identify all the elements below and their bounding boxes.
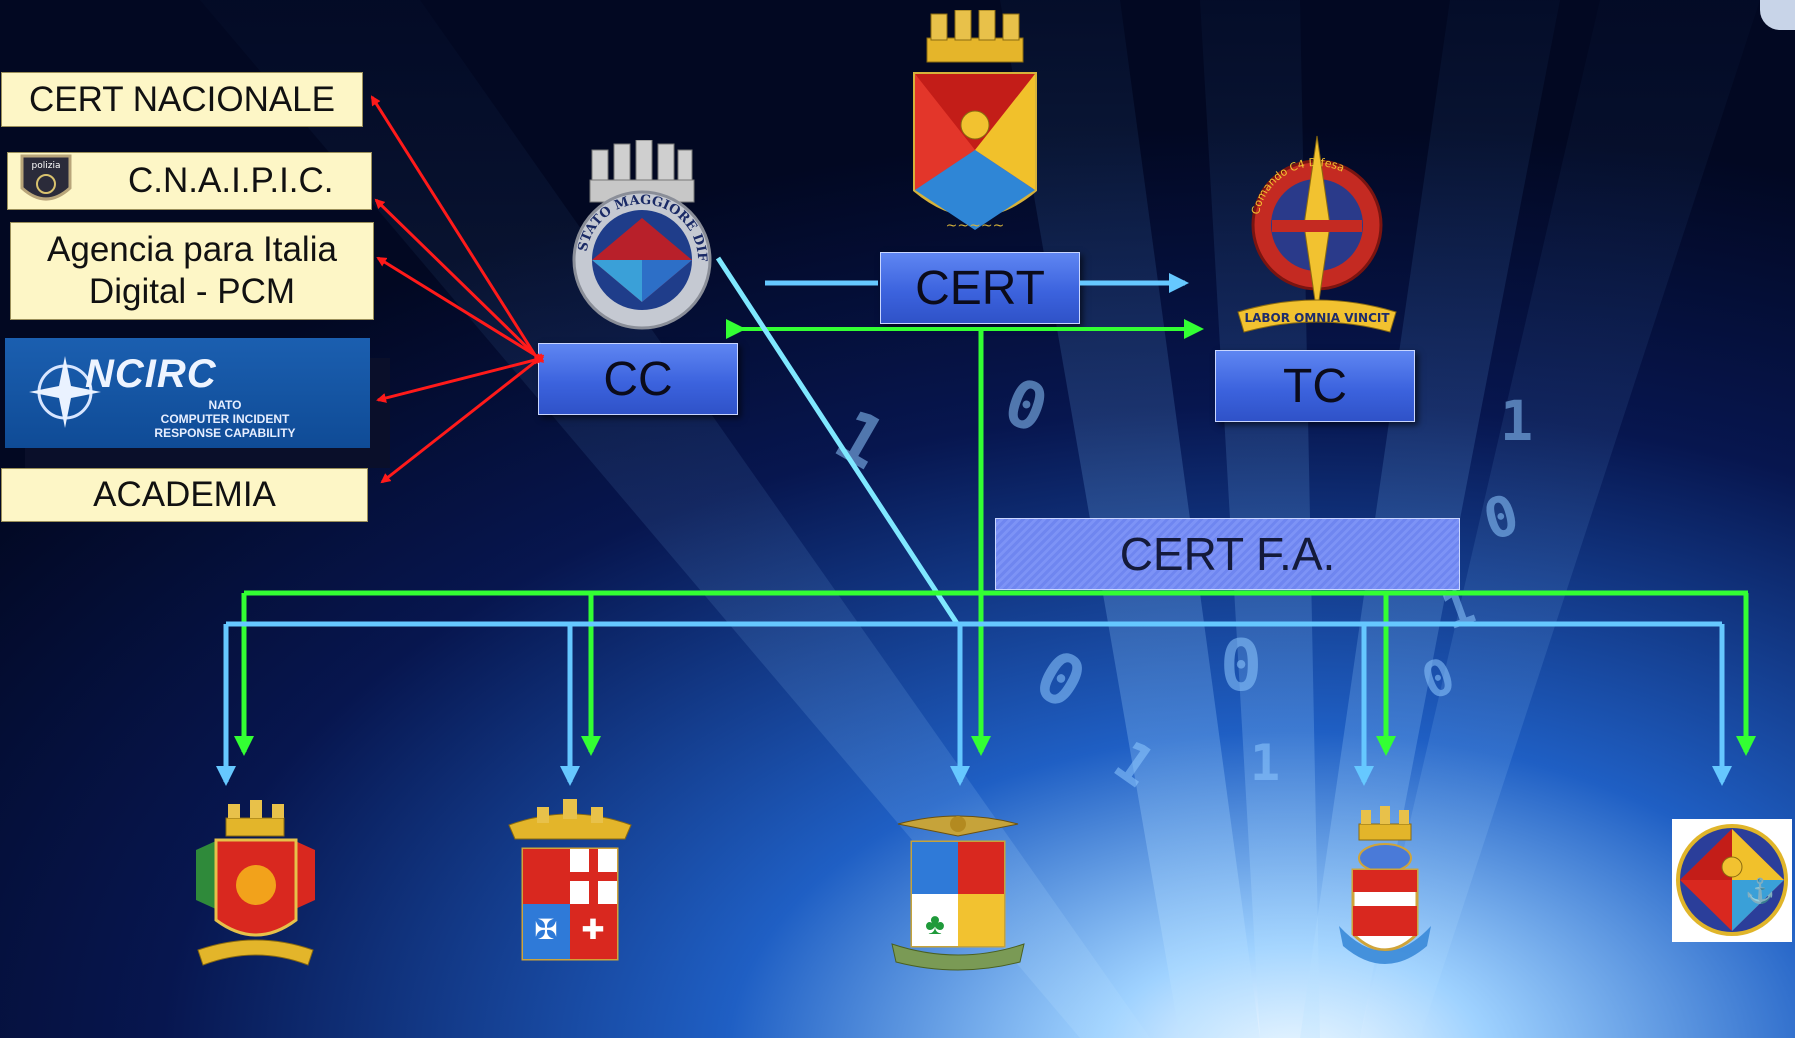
cert-fa-node: CERT F.A. [995, 518, 1460, 590]
ncirc-subtitle: NATO COMPUTER INCIDENT RESPONSE CAPABILI… [95, 398, 355, 440]
smd-emblem: STATO MAGGIORE DIFESA [562, 140, 712, 330]
cert-nacionale-label: CERT NACIONALE [28, 79, 335, 119]
police-badge-icon: polizia [20, 154, 72, 201]
cert-nacionale-box: CERT NACIONALE [1, 72, 363, 127]
cc-label: CC [603, 352, 673, 406]
army-emblem [196, 800, 315, 966]
top-right-logo-fragment [1760, 0, 1795, 30]
cnaipic-box: polizia C.N.A.I.P.I.C. [7, 152, 372, 210]
air-force-emblem: ♣ [891, 815, 1025, 971]
agencia-box: Agencia para Italia Digital - PCM [10, 222, 374, 320]
joint-emblem-frame: ⚓ [1672, 819, 1792, 942]
tc-motto: LABOR OMNIA VINCIT [1244, 311, 1390, 325]
tc-emblem: Comando C4 Difesa LABOR OMNIA VINCIT [1237, 135, 1397, 333]
cert-label: CERT [915, 261, 1045, 315]
crown-icon [225, 800, 285, 837]
badge-text: polizia [32, 161, 61, 171]
agencia-label-line2: Digital - PCM [88, 272, 296, 311]
svg-text:✚: ✚ [581, 914, 604, 945]
academia-label: ACADEMIA [93, 475, 276, 514]
svg-text:⚓: ⚓ [1745, 877, 1775, 905]
carabinieri-emblem [1339, 806, 1431, 964]
svg-text:0: 0 [1220, 625, 1262, 707]
ncirc-line-2: COMPUTER INCIDENT [160, 411, 290, 426]
eagle-icon [897, 815, 1019, 837]
cert-emblem: ~~~~~ [913, 10, 1037, 234]
ncirc-logo: NCIRC NATO COMPUTER INCIDENT RESPONSE CA… [5, 338, 370, 448]
cert-node: CERT [880, 252, 1080, 324]
svg-text:✠: ✠ [534, 914, 557, 945]
crown-icon [1358, 806, 1412, 841]
navy-emblem: ✠ ✚ [508, 799, 632, 961]
svg-text:♣: ♣ [925, 908, 945, 941]
svg-text:1: 1 [1250, 734, 1280, 792]
nato-compass-icon [29, 356, 101, 428]
crown-icon [508, 799, 632, 840]
cnaipic-label: C.N.A.I.P.I.C. [128, 161, 334, 200]
ncirc-title: NCIRC [85, 352, 217, 396]
svg-text:~~~~~: ~~~~~ [946, 218, 1005, 234]
crown-icon [926, 10, 1024, 63]
ncirc-line-1: NATO [208, 398, 242, 412]
joint-emblem: ⚓ [1676, 824, 1788, 936]
svg-text:1: 1 [1500, 389, 1533, 453]
ncirc-line-3: RESPONSE CAPABILITY [154, 425, 296, 440]
tc-label: TC [1283, 359, 1347, 413]
cc-node: CC [538, 343, 738, 415]
agencia-label-line1: Agencia para Italia [47, 230, 337, 269]
tc-node: TC [1215, 350, 1415, 422]
academia-box: ACADEMIA [1, 468, 368, 522]
cert-fa-label: CERT F.A. [1119, 528, 1336, 580]
